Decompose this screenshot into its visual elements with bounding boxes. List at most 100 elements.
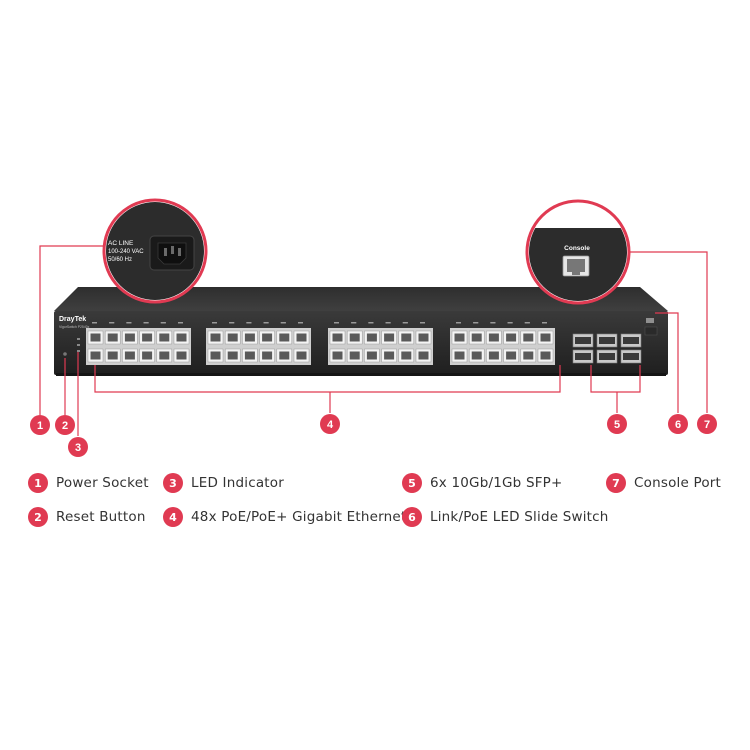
port-group-frame xyxy=(206,328,311,365)
callout-badge-number: 3 xyxy=(75,442,81,454)
sfp-port-slot xyxy=(575,353,591,360)
power-pin xyxy=(171,246,174,254)
ethernet-port-socket xyxy=(296,351,307,360)
ethernet-port-socket xyxy=(244,333,255,342)
ethernet-port-socket xyxy=(471,351,482,360)
port-label-mark xyxy=(212,322,217,324)
switch-bottom-edge xyxy=(56,373,666,376)
ethernet-port-socket xyxy=(296,333,307,342)
ethernet-port-socket xyxy=(418,351,429,360)
model-name: VigorSwitch P2540x xyxy=(59,325,90,329)
switch-top-surface xyxy=(54,287,668,311)
port-group-frame xyxy=(450,328,555,365)
port-label-mark xyxy=(473,322,479,324)
sfp-port-slot xyxy=(599,353,615,360)
ethernet-port-socket xyxy=(262,351,273,360)
power-socket-zoom: AC LINE 100-240 VAC 50/60 Hz xyxy=(102,198,208,304)
port-label-mark xyxy=(178,322,183,324)
callout-badge-2 xyxy=(55,415,75,435)
power-label-line1: AC LINE xyxy=(108,240,134,247)
ethernet-port-socket xyxy=(124,333,135,342)
ethernet-port-socket xyxy=(142,333,153,342)
port-label-mark xyxy=(456,322,461,324)
port-label-mark xyxy=(229,322,235,324)
callout-badge-number: 5 xyxy=(614,419,620,431)
console-label: Console xyxy=(564,245,590,252)
ethernet-port-socket xyxy=(107,351,118,360)
ethernet-port-socket xyxy=(159,351,170,360)
brand-logo: DrayTek xyxy=(59,316,86,323)
power-pin xyxy=(178,248,181,256)
port-label-mark xyxy=(109,322,115,324)
ethernet-port-socket xyxy=(124,351,135,360)
port-label-mark xyxy=(126,322,132,324)
port-label-mark xyxy=(420,322,425,324)
ethernet-port-socket xyxy=(384,351,395,360)
ethernet-port-socket xyxy=(210,333,221,342)
port-label-mark xyxy=(280,322,286,324)
callout-badge-5 xyxy=(607,414,627,434)
ethernet-port-socket xyxy=(90,351,101,360)
ethernet-port-socket xyxy=(488,351,499,360)
ethernet-port-socket xyxy=(107,333,118,342)
led-slide-switch[interactable] xyxy=(646,318,654,323)
port-label-mark xyxy=(263,322,269,324)
ethernet-port-socket xyxy=(332,333,343,342)
callout-badge-6 xyxy=(668,414,688,434)
ethernet-port-socket xyxy=(454,351,465,360)
ethernet-port-socket xyxy=(454,333,465,342)
sfp-port-slot xyxy=(623,353,639,360)
led-indicator xyxy=(77,344,80,346)
ethernet-port-socket xyxy=(227,333,238,342)
power-label-line2: 100-240 VAC xyxy=(108,249,144,255)
ethernet-port-socket xyxy=(523,333,534,342)
port-label-mark xyxy=(246,322,252,324)
ethernet-port-socket xyxy=(418,333,429,342)
ethernet-port-socket xyxy=(176,333,187,342)
port-label-mark xyxy=(298,322,303,324)
console-port-zoom: Console xyxy=(525,199,631,305)
ethernet-port-socket xyxy=(506,333,517,342)
ethernet-port-socket xyxy=(401,351,412,360)
leader-line-7 xyxy=(630,251,708,413)
callout-badge-number: 4 xyxy=(327,419,334,431)
port-label-mark xyxy=(542,322,547,324)
port-label-mark xyxy=(402,322,408,324)
callout-badge-4 xyxy=(320,414,340,434)
power-label-line3: 50/60 Hz xyxy=(108,257,132,263)
port-label-mark xyxy=(490,322,496,324)
callout-badge-3 xyxy=(68,437,88,457)
led-indicator-group xyxy=(77,338,80,352)
port-label-mark xyxy=(160,322,166,324)
callout-badge-number: 1 xyxy=(37,420,43,432)
ethernet-port-socket xyxy=(540,333,551,342)
port-group-frame xyxy=(328,328,433,365)
ethernet-port-socket xyxy=(366,333,377,342)
ethernet-port-socket xyxy=(210,351,221,360)
sfp-port-array xyxy=(572,333,642,364)
ethernet-port-socket xyxy=(332,351,343,360)
ethernet-port-socket xyxy=(506,351,517,360)
ethernet-port-socket xyxy=(227,351,238,360)
console-port-tab xyxy=(572,272,580,275)
callout-lines xyxy=(39,245,708,436)
callout-badge-number: 7 xyxy=(704,419,710,431)
ethernet-port-array xyxy=(86,322,555,365)
port-label-mark xyxy=(368,322,374,324)
ethernet-port-socket xyxy=(401,333,412,342)
led-indicator xyxy=(77,350,80,352)
port-label-mark xyxy=(507,322,513,324)
led-indicator xyxy=(77,338,80,340)
callout-badge-number: 2 xyxy=(62,420,68,432)
ethernet-port-socket xyxy=(244,351,255,360)
ethernet-port-socket xyxy=(279,333,290,342)
ethernet-port-socket xyxy=(384,333,395,342)
sfp-port-slot xyxy=(599,337,615,344)
power-pin xyxy=(164,248,167,256)
port-label-mark xyxy=(334,322,339,324)
ethernet-port-socket xyxy=(159,333,170,342)
reset-button[interactable] xyxy=(63,352,67,356)
ethernet-port-socket xyxy=(471,333,482,342)
leader-line-5 xyxy=(590,365,641,393)
